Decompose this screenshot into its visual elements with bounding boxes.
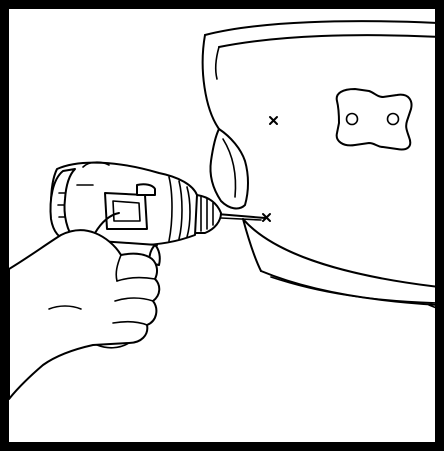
drill-mark-icon bbox=[270, 117, 277, 124]
drill-instruction-illustration bbox=[9, 9, 435, 442]
bracket-flap bbox=[210, 129, 248, 208]
keyhole-slot-icon bbox=[337, 89, 412, 150]
